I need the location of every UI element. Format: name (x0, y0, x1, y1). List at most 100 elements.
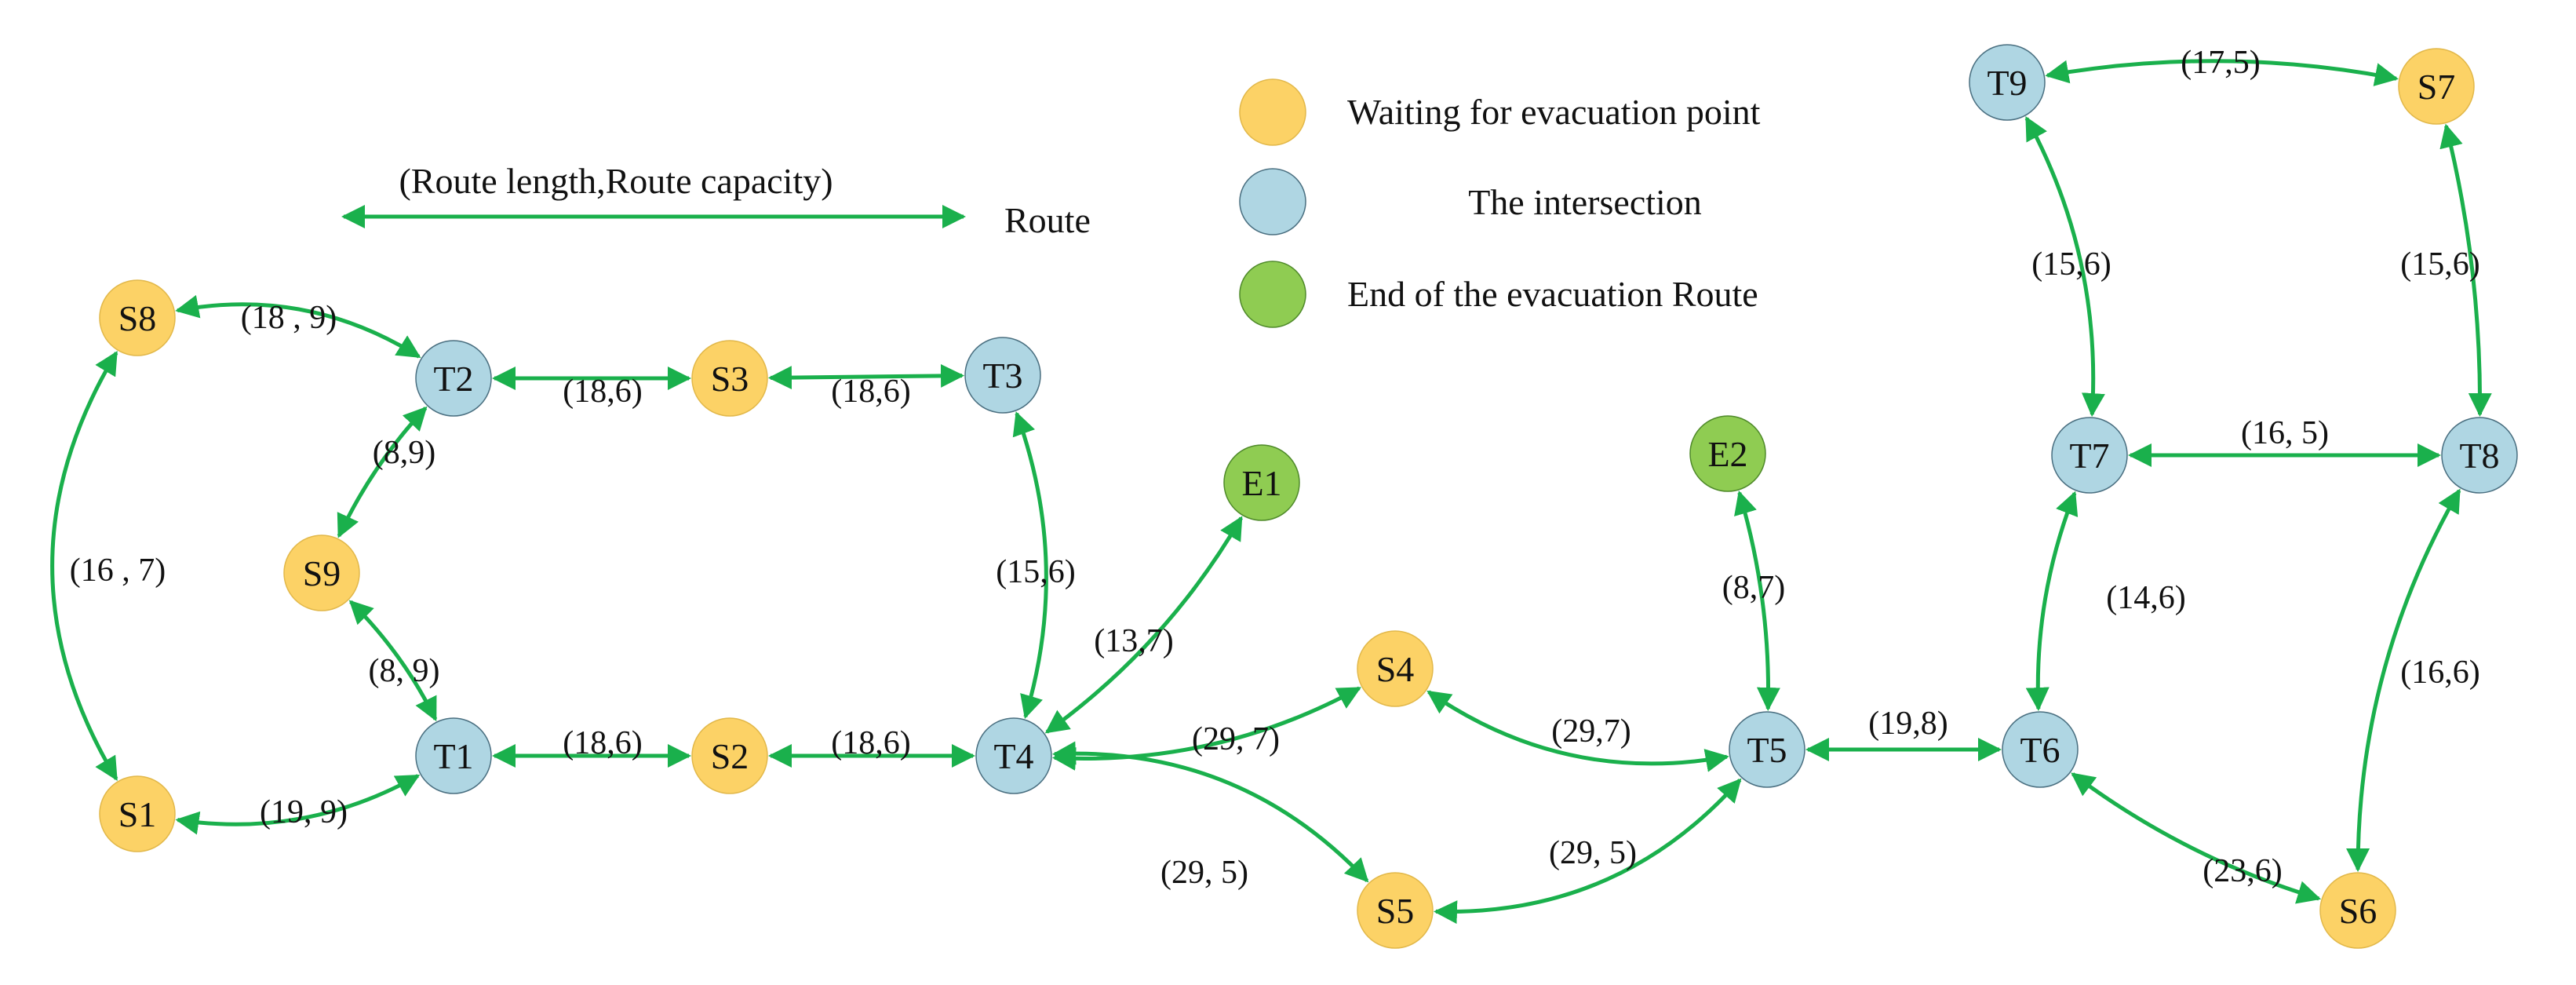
node-circle-e1 (1223, 444, 1300, 521)
node-t9: T9 (1969, 44, 2046, 121)
node-s7: S7 (2398, 48, 2475, 125)
route-label-T4-S4: (29, 7) (1192, 721, 1280, 757)
node-label-t3: T3 (982, 356, 1022, 396)
node-t1: T1 (415, 717, 492, 794)
node-circle-t4 (975, 717, 1052, 794)
node-label-s6: S6 (2339, 891, 2377, 931)
node-t3: T3 (964, 337, 1041, 414)
route-label-S5-T5: (29, 5) (1549, 835, 1637, 871)
node-label-s1: S1 (118, 794, 157, 834)
node-label-t6: T6 (2020, 730, 2060, 770)
node-s9: S9 (283, 534, 360, 611)
legend-route-caption: (Route length,Route capacity) (399, 161, 833, 201)
node-circle-s5 (1357, 872, 1434, 949)
node-label-s2: S2 (711, 736, 749, 776)
node-circle-e2 (1689, 415, 1766, 492)
route-T4-S5 (1051, 741, 1369, 883)
node-circle-s2 (691, 717, 768, 794)
node-circle-s3 (691, 340, 768, 417)
node-s2: S2 (691, 717, 768, 794)
route-T7-T9 (2024, 116, 2105, 418)
route-label-T3-T4: (15,6) (996, 554, 1075, 590)
route-label-S1-T1: (19, 9) (260, 794, 348, 830)
node-circle-t6 (2002, 711, 2079, 788)
node-circle-t1 (415, 717, 492, 794)
route-label-S3-T3: (18,6) (831, 374, 910, 410)
node-t5: T5 (1729, 711, 1805, 788)
route-label-T6-S6: (23,6) (2203, 853, 2282, 889)
node-s1: S1 (99, 775, 176, 852)
node-circle-s1 (99, 775, 176, 852)
node-label-s4: S4 (1376, 649, 1415, 689)
legend-intersection-swatch (1239, 168, 1306, 235)
route-T6-S6 (2071, 772, 2322, 904)
route-S4-T5 (1426, 690, 1729, 772)
route-T8-S6 (2346, 488, 2461, 872)
edge-labels: (18 , 9)(16 , 7)(19, 9)(8,9)(8, 9)(18,6)… (70, 45, 2480, 891)
node-label-t7: T7 (2069, 436, 2109, 476)
route-label-T2-S3: (18,6) (563, 374, 642, 410)
node-label-t4: T4 (993, 736, 1033, 776)
route-label-T9-S7: (17,5) (2181, 45, 2260, 81)
node-t8: T8 (2441, 417, 2518, 494)
node-circle-s4 (1357, 630, 1434, 707)
route-T9-S7 (2045, 59, 2399, 86)
node-circle-t2 (415, 340, 492, 417)
route-S8-T2 (175, 294, 421, 359)
node-circle-s8 (99, 279, 176, 356)
route-label-S7-T8: (15,6) (2400, 246, 2479, 283)
edges (50, 59, 2492, 925)
route-S3-T3 (767, 363, 964, 390)
node-circle-s7 (2398, 48, 2475, 125)
legend-end-swatch (1239, 261, 1306, 328)
node-e2: E2 (1689, 415, 1766, 492)
node-label-t9: T9 (1987, 63, 2027, 103)
node-t2: T2 (415, 340, 492, 417)
route-label-S8-T2: (18 , 9) (241, 300, 337, 336)
route-S8-S1 (50, 350, 118, 782)
node-e1: E1 (1223, 444, 1300, 521)
legend-end-label: End of the evacuation Route (1347, 274, 1758, 314)
route-T2-S9 (337, 406, 428, 538)
legend-waiting-label: Waiting for evacuation point (1347, 92, 1761, 132)
node-label-s8: S8 (118, 298, 157, 338)
node-circle-t5 (1729, 711, 1805, 788)
node-t6: T6 (2002, 711, 2079, 788)
node-label-s3: S3 (711, 359, 749, 399)
route-T6-T7 (2025, 491, 2079, 712)
route-label-S2-T4: (18,6) (831, 725, 910, 761)
node-t4: T4 (975, 717, 1052, 794)
route-label-T1-S2: (18,6) (563, 725, 642, 761)
node-circle-t3 (964, 337, 1041, 414)
route-label-S8-S1: (16 , 7) (70, 553, 166, 589)
node-circle-s9 (283, 534, 360, 611)
node-label-t1: T1 (433, 736, 473, 776)
route-E2-T5 (1734, 490, 1780, 712)
legend-intersection-label: The intersection (1468, 182, 1702, 222)
node-label-t5: T5 (1747, 730, 1787, 770)
route-label-T8-S6: (16,6) (2400, 655, 2479, 691)
node-circle-t7 (2051, 417, 2128, 494)
node-s4: S4 (1357, 630, 1434, 707)
route-label-T7-T8: (16, 5) (2241, 415, 2329, 451)
route-label-T4-E1: (13,7) (1094, 623, 1173, 659)
node-s5: S5 (1357, 872, 1434, 949)
node-label-e1: E1 (1241, 463, 1281, 503)
node-s6: S6 (2319, 872, 2396, 949)
node-label-s7: S7 (2418, 67, 2456, 107)
route-label-T5-T6: (19,8) (1868, 706, 1947, 742)
route-S5-T5 (1433, 778, 1742, 925)
legend: (Route length,Route capacity) Route Wait… (341, 78, 1761, 328)
node-circle-t9 (1969, 44, 2046, 121)
node-label-s9: S9 (303, 553, 341, 593)
node-circle-t8 (2441, 417, 2518, 494)
legend-waiting-swatch (1239, 78, 1306, 146)
route-S1-T1 (175, 774, 421, 835)
node-label-s5: S5 (1376, 891, 1415, 931)
node-s8: S8 (99, 279, 176, 356)
node-circle-s6 (2319, 872, 2396, 949)
node-t7: T7 (2051, 417, 2128, 494)
node-label-t8: T8 (2459, 436, 2499, 476)
node-label-e2: E2 (1707, 434, 1747, 474)
